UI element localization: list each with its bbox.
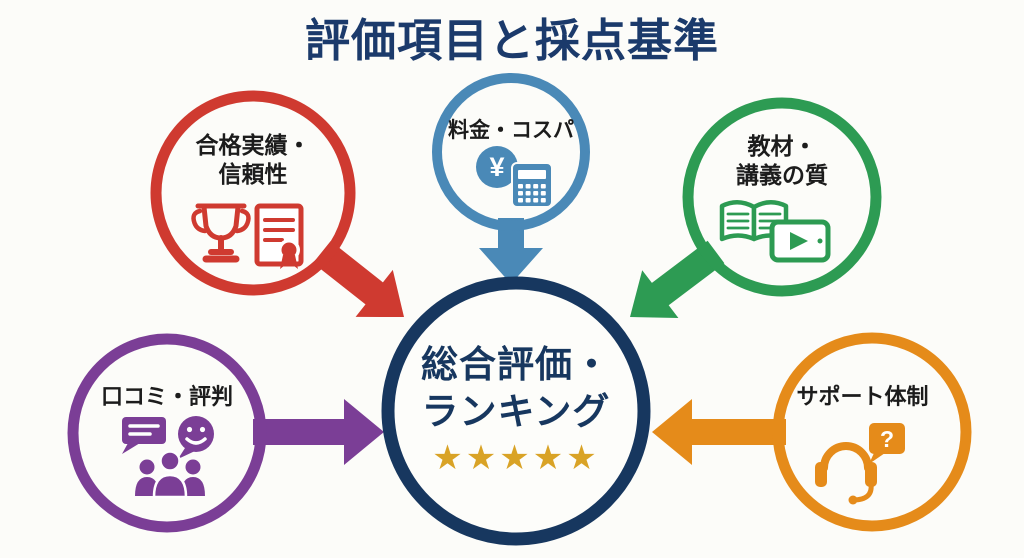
arrow-from-reviews — [253, 399, 384, 465]
yen-symbol: ¥ — [489, 152, 504, 182]
smiley-bubble-icon — [178, 416, 214, 459]
support-label: サポート体制 — [796, 384, 929, 409]
five-star-rating: ★★★★★ — [432, 438, 600, 478]
price-ring — [432, 73, 590, 231]
tablet-video-icon — [769, 219, 831, 263]
reviews-label: 口コミ・評判 — [100, 384, 233, 409]
node-support: ? — [772, 332, 972, 532]
center-label: 総合評価・ ランキング — [396, 341, 636, 435]
center-ring — [381, 276, 651, 546]
people-group-icon — [135, 450, 205, 499]
materials-label: 教材・ 講義の質 — [692, 132, 872, 190]
pass-record-label-line2: 信頼性 — [218, 161, 288, 187]
node-reviews — [67, 333, 267, 533]
headset-icon — [815, 442, 877, 505]
price-label: 料金・コスパ — [448, 119, 574, 142]
certificate-icon — [254, 203, 304, 269]
question-bubble-icon: ? — [869, 423, 905, 464]
question-mark: ? — [880, 426, 894, 452]
trophy-icon — [191, 203, 251, 263]
node-price: ¥ — [432, 73, 590, 231]
arrow-from-pass-record — [313, 241, 404, 317]
pass-record-ring — [150, 90, 356, 296]
arrow-from-price — [479, 218, 543, 284]
yen-coin-icon: ¥ — [476, 146, 518, 188]
materials-ring — [682, 97, 882, 297]
reviews-ring — [67, 333, 267, 533]
support-ring — [772, 332, 972, 532]
page-title: 評価項目と採点基準 — [304, 15, 719, 66]
speech-bubble-icon — [122, 417, 166, 454]
materials-label-line1: 教材・ — [747, 133, 817, 159]
node-pass-record — [150, 90, 356, 296]
pass-record-label-line1: 合格実績・ — [195, 132, 311, 158]
open-book-icon — [719, 200, 789, 242]
node-materials — [682, 97, 882, 297]
arrow-from-support — [652, 399, 786, 465]
center-label-line2: ランキング — [421, 391, 611, 432]
pass-record-label: 合格実績・ 信頼性 — [153, 131, 353, 189]
center-label-line1: 総合評価・ — [421, 344, 611, 385]
materials-label-line2: 講義の質 — [736, 162, 828, 188]
calculator-icon — [511, 162, 553, 208]
arrow-from-materials — [630, 240, 725, 318]
